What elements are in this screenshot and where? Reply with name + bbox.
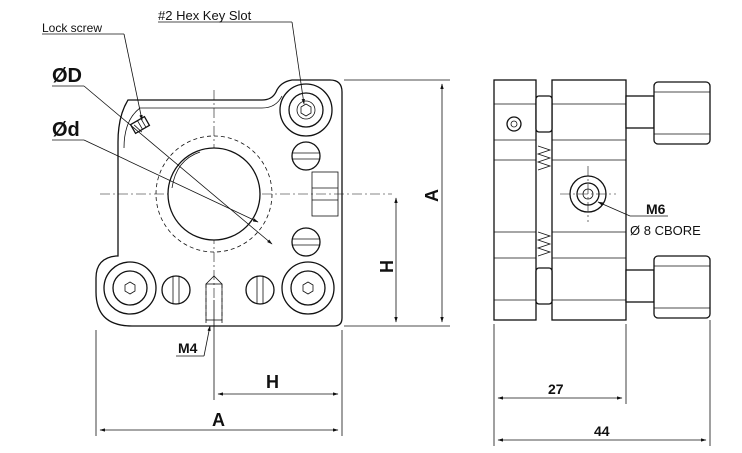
lock-screw-label: Lock screw [42, 21, 102, 35]
m6-label: M6 [646, 201, 666, 217]
front-dimensions [95, 79, 450, 436]
inner-bore [167, 147, 261, 241]
id-label: Ød [52, 119, 80, 141]
dim-27-label: 27 [548, 381, 564, 397]
flexure-line [123, 95, 283, 149]
m4-label: M4 [178, 340, 198, 356]
dim-h-horizontal-label: H [266, 372, 279, 392]
spring-lower [536, 231, 552, 257]
front-view [95, 79, 392, 327]
dim-44-label: 44 [594, 423, 610, 439]
slotted-screws [161, 141, 321, 305]
knob-top [625, 81, 711, 145]
side-plate-back [493, 79, 537, 321]
hex-key-slot-label: #2 Hex Key Slot [158, 8, 252, 23]
hex-socket-icon [302, 281, 314, 295]
dim-h-vertical-label: H [376, 260, 396, 273]
outer-bore-dashed [155, 135, 273, 253]
spring-upper [536, 145, 552, 171]
m6-cbore-hole [560, 166, 616, 222]
dim-a-vertical-label: A [422, 189, 442, 202]
adjuster-top [279, 83, 333, 137]
knob-bottom [625, 255, 711, 319]
dim-a-horizontal-label: A [212, 410, 225, 430]
hex-socket-icon [124, 281, 136, 295]
side-view [493, 79, 711, 321]
adjuster-bottom-left [103, 261, 157, 315]
adjuster-bottom-right [281, 261, 335, 315]
front-leaders [42, 21, 305, 357]
cbore-label: Ø 8 CBORE [630, 223, 701, 238]
side-dimensions [493, 320, 711, 446]
od-label: ØD [52, 65, 82, 87]
hex-socket-icon [300, 103, 312, 117]
